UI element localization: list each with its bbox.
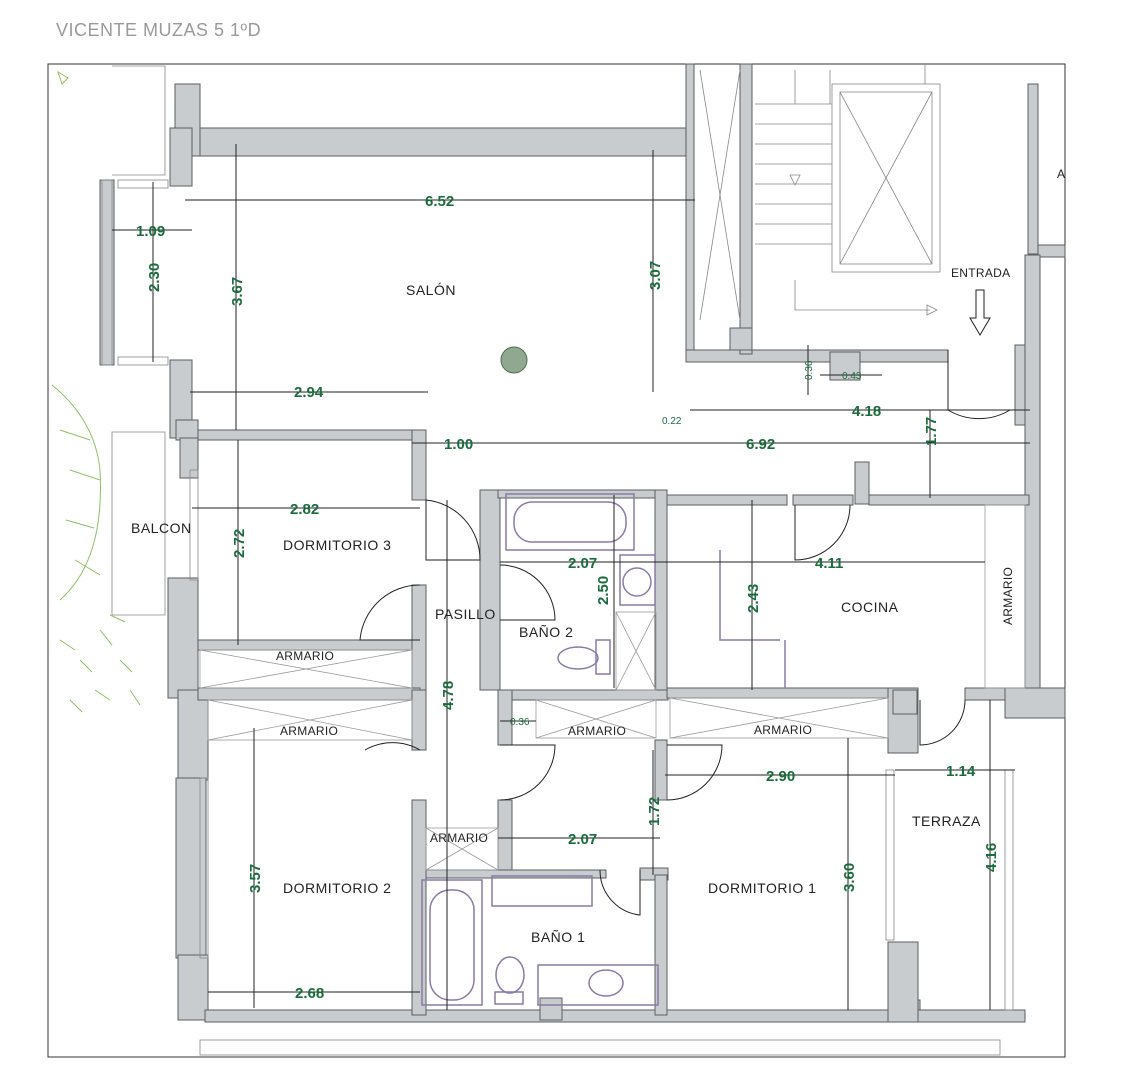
dim-label: 2.07 — [568, 555, 597, 572]
closet-label-4: ARMARIO — [754, 723, 812, 737]
dim-label: 2.90 — [766, 768, 795, 785]
dimension-labels: 6.52 1.09 2.30 3.67 3.07 2.94 0.36 0.43 … — [136, 193, 1000, 1002]
walls — [99, 63, 1066, 1023]
room-label-salon: SALÓN — [406, 282, 456, 298]
closet-label-2: ARMARIO — [280, 724, 338, 738]
dim-label: 2.30 — [146, 263, 163, 292]
dim-label: 0.36 — [804, 360, 815, 380]
entrance-arrow-icon — [969, 289, 991, 336]
dim-label: 1.09 — [136, 223, 165, 240]
vegetation — [51, 65, 166, 713]
dim-label: 2.50 — [595, 576, 612, 605]
closet-label-5: ARMARIO — [430, 831, 488, 845]
room-label-cocina: COCINA — [841, 599, 899, 615]
dim-label: 3.07 — [647, 261, 664, 290]
room-labels: SALÓN DORMITORIO 3 DORMITORIO 2 DORMITOR… — [131, 167, 1065, 945]
dim-label: 4.16 — [983, 843, 1000, 872]
dim-label: 0.43 — [842, 371, 862, 382]
room-label-dormitorio-3: DORMITORIO 3 — [283, 537, 391, 553]
dim-label: 2.94 — [294, 384, 324, 401]
closet-label-1: ARMARIO — [276, 649, 334, 663]
dimension-lines — [112, 144, 1030, 1010]
dim-label: 6.92 — [746, 436, 775, 453]
dim-label: 2.72 — [231, 529, 248, 558]
dim-label: 1.00 — [444, 436, 473, 453]
dim-label: 4.78 — [440, 681, 457, 710]
dim-label: 6.52 — [425, 193, 454, 210]
dim-label: 2.68 — [295, 985, 324, 1002]
dim-label: 0.36 — [510, 717, 530, 728]
dim-label: 3.60 — [841, 863, 858, 892]
room-label-bano-2: BAÑO 2 — [519, 624, 573, 640]
windows — [101, 179, 1014, 1056]
salon-column — [500, 346, 528, 374]
dim-label: 0.22 — [662, 416, 682, 427]
room-label-cut: A — [1057, 167, 1065, 181]
dim-label: 2.07 — [568, 831, 597, 848]
dim-label: 3.57 — [247, 864, 264, 893]
closets — [199, 504, 1026, 871]
fixtures — [421, 493, 786, 1006]
room-label-balcon: BALCON — [131, 520, 192, 536]
room-label-entrada: ENTRADA — [951, 266, 1010, 280]
room-label-bano-1: BAÑO 1 — [531, 929, 585, 945]
doors — [359, 350, 1011, 916]
dim-label: 4.11 — [815, 555, 843, 572]
dim-label: 4.18 — [852, 403, 881, 420]
room-label-terraza: TERRAZA — [912, 813, 981, 829]
dim-label: 1.77 — [923, 417, 940, 446]
dim-label: 2.82 — [290, 501, 319, 518]
dim-label: 1.72 — [646, 797, 663, 826]
room-label-dormitorio-2: DORMITORIO 2 — [283, 880, 391, 896]
closet-label-3: ARMARIO — [568, 724, 626, 738]
dim-label: 2.43 — [745, 584, 762, 613]
stairwell — [699, 64, 941, 321]
plan-title: VICENTE MUZAS 5 1ºD — [56, 20, 262, 40]
room-label-dormitorio-1: DORMITORIO 1 — [708, 880, 816, 896]
plan-frame — [47, 63, 1066, 1058]
dim-label: 3.67 — [229, 277, 246, 306]
closet-label-kitchen: ARMARIO — [1001, 567, 1015, 625]
dim-label: 1.14 — [946, 763, 976, 780]
room-label-pasillo: PASILLO — [435, 606, 496, 622]
